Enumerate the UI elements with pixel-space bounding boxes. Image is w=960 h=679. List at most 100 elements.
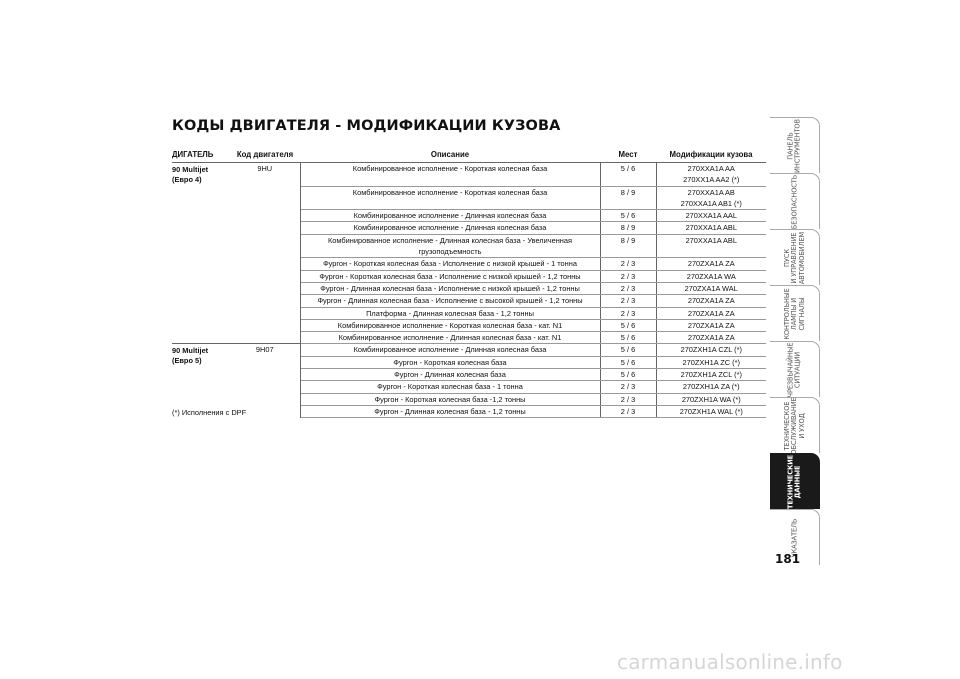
- body-variant-code: 270ZXA1A ZA: [687, 308, 735, 318]
- row-body-variants: 270ZXH1A ZC (*): [656, 356, 766, 370]
- row-body-variants: 270ZXA1A ZA: [656, 294, 766, 308]
- engine-codes-table: ДИГАТЕЛЬ Код двигателя Описание Мест Мод…: [172, 146, 766, 419]
- row-seats: 2 / 3: [600, 270, 657, 283]
- row-body-variants: 270ZXA1A WA: [656, 270, 766, 283]
- section-tab-label: ТЕХНИЧЕСКОЕ ОБСЛУЖИВАНИЕ И УХОД: [782, 396, 806, 455]
- table-row: Комбинированное исполнение - Длинная кол…: [172, 209, 766, 223]
- body-variant-code: 270ZXA1A ZA: [687, 320, 735, 330]
- row-description: Комбинированное исполнение - Длинная кол…: [300, 343, 601, 357]
- row-body-variants: 270ZXA1A ZA: [656, 319, 766, 333]
- row-description: Фургон - Короткая колесная база: [300, 356, 601, 370]
- engine-code: 9HU: [230, 161, 301, 344]
- section-tab[interactable]: ЧРЕЗВЫЧАЙНЫЕ СИТУАЦИИ: [770, 341, 820, 397]
- row-body-variants: 270XXA1A AAL: [656, 209, 766, 223]
- table-row: Комбинированное исполнение - Короткая ко…: [172, 186, 766, 211]
- row-seats: 5 / 6: [600, 343, 657, 357]
- row-body-variants: 270ZXA1A ZA: [656, 307, 766, 320]
- table-row: Фургон - Короткая колесная база - 1 тонн…: [172, 380, 766, 394]
- section-tab[interactable]: БЕЗОПАСНОСТЬ: [770, 173, 820, 229]
- body-variant-code: 270ZXH1A ZCL (*): [680, 370, 742, 380]
- body-variant-code: 270ZXA1A WAL: [684, 283, 738, 293]
- engine-name: 90 Multijet(Евро 5): [172, 343, 230, 418]
- row-description: Комбинированное исполнение - Длинная кол…: [300, 209, 601, 223]
- table-row: Фургон - Длинная колесная база - Исполне…: [172, 282, 766, 296]
- row-description: Комбинированное исполнение - Короткая ко…: [300, 162, 601, 187]
- body-variant-code: 270XXA1A ABL: [685, 235, 737, 245]
- body-variant-code: 270XXA1A AA: [687, 164, 735, 173]
- section-tab-label: КОНТРОЛЬНЫЕ ЛАМПЫ И СИГНАЛЫ: [782, 287, 806, 340]
- body-variant-code: 270ZXH1A CZL (*): [680, 345, 742, 355]
- engine-emission-standard: (Евро 4): [172, 175, 202, 184]
- section-tab[interactable]: УКАЗАТЕЛЬ: [770, 509, 820, 565]
- body-variant-code: 270XXA1A ABL: [685, 223, 737, 233]
- table-row: Комбинированное исполнение - Длинная кол…: [172, 234, 766, 259]
- table-row: Платформа - Длинная колесная база - 1,2 …: [172, 307, 766, 320]
- page-number: 181: [775, 552, 801, 566]
- table-row: Фургон - Короткая колесная база - Исполн…: [172, 270, 766, 283]
- table-row: Комбинированное исполнение - Короткая ко…: [172, 319, 766, 333]
- body-variant-code: 270ZXH1A ZA (*): [682, 382, 740, 392]
- section-tab[interactable]: ПУСК И УПРАВЛЕНИЕ АВТОМОБИЛЕМ: [770, 229, 820, 285]
- row-description: Комбинированное исполнение - Длинная кол…: [300, 234, 601, 259]
- section-tab[interactable]: ТЕХНИЧЕСКОЕ ОБСЛУЖИВАНИЕ И УХОД: [770, 396, 820, 455]
- engine-emission-standard: (Евро 5): [172, 356, 202, 366]
- row-seats: 5 / 6: [600, 368, 657, 382]
- row-seats: 2 / 3: [600, 282, 657, 296]
- row-seats: 5 / 6: [600, 319, 657, 333]
- body-variant-code: 270XXA1A AAL: [685, 211, 737, 221]
- row-description: Фургон - Длинная колесная база - Исполне…: [300, 294, 601, 308]
- engine-name: 90 Multijet(Евро 4): [172, 161, 230, 344]
- row-description: Платформа - Длинная колесная база - 1,2 …: [300, 307, 601, 320]
- table-header-row: ДИГАТЕЛЬ Код двигателя Описание Мест Мод…: [172, 146, 766, 163]
- body-variant-code: 270ZXH1A ZC (*): [682, 357, 740, 367]
- table-row: Фургон - Длинная колесная база - Исполне…: [172, 294, 766, 308]
- row-description: Комбинированное исполнение - Короткая ко…: [300, 186, 601, 211]
- row-seats: 2 / 3: [600, 393, 657, 406]
- row-body-variants: 270XXA1A ABL: [656, 234, 766, 259]
- section-tab-label: ЧРЕЗВЫЧАЙНЫЕ СИТУАЦИИ: [786, 342, 802, 397]
- row-body-variants: 270ZXH1A WA (*): [656, 393, 766, 406]
- row-seats: 8 / 9: [600, 221, 657, 235]
- row-description: Фургон - Короткая колесная база - Исполн…: [300, 257, 601, 271]
- section-tab[interactable]: ПАНЕЛЬ ИНСТРУМЕНТОВ: [770, 117, 820, 173]
- row-description: Фургон - Короткая колесная база - 1 тонн…: [300, 380, 601, 394]
- engine-name-line: 90 Multijet: [172, 346, 209, 356]
- row-body-variants: 270ZXH1A CZL (*): [656, 343, 766, 357]
- row-body-variants: 270ZXA1A WAL: [656, 282, 766, 296]
- row-seats: 2 / 3: [600, 380, 657, 394]
- row-description: Фургон - Длинная колесная база: [300, 368, 601, 382]
- page-title: КОДЫ ДВИГАТЕЛЯ - МОДИФИКАЦИИ КУЗОВА: [172, 118, 561, 134]
- table-row: Комбинированное исполнение - Длинная кол…: [172, 331, 766, 345]
- row-seats: 5 / 6: [600, 162, 657, 187]
- row-seats: 2 / 3: [600, 257, 657, 271]
- row-description: Фургон - Короткая колесная база - Исполн…: [300, 270, 601, 283]
- body-variant-code: 270XX1A AA2 (*): [683, 175, 740, 185]
- table-row: Фургон - Короткая колесная база - Исполн…: [172, 257, 766, 271]
- section-tab[interactable]: КОНТРОЛЬНЫЕ ЛАМПЫ И СИГНАЛЫ: [770, 285, 820, 341]
- body-variant-code: 270XXA1A AB1 (*): [680, 198, 742, 208]
- body-variant-code: 270ZXH1A WAL (*): [679, 406, 743, 416]
- row-seats: 2 / 3: [600, 405, 657, 419]
- row-description: Фургон - Короткая колесная база -1,2 тон…: [300, 393, 601, 406]
- body-variant-code: 270ZXH1A WA (*): [681, 394, 741, 404]
- row-seats: 5 / 6: [600, 331, 657, 345]
- row-body-variants: 270ZXH1A ZCL (*): [656, 368, 766, 382]
- row-body-variants: 270XXA1A AA 270XX1A AA2 (*): [656, 162, 766, 187]
- row-body-variants: 270ZXH1A ZA (*): [656, 380, 766, 394]
- row-seats: 5 / 6: [600, 209, 657, 223]
- table-row: Фургон - Короткая колесная база -1,2 тон…: [172, 393, 766, 406]
- row-seats: 8 / 9: [600, 186, 657, 211]
- header-engine-code: Код двигателя: [236, 149, 294, 159]
- section-tab[interactable]: ТЕХНИЧЕСКИЕ ДАННЫЕ: [770, 453, 820, 509]
- header-description: Описание: [430, 149, 470, 159]
- engine-name-line: 90 Multijet: [172, 165, 209, 174]
- body-variant-code: 270ZXA1A ZA: [687, 296, 735, 306]
- row-seats: 5 / 6: [600, 356, 657, 370]
- watermark: carmanualsonline.info: [617, 650, 843, 674]
- row-seats: 2 / 3: [600, 294, 657, 308]
- header-engine: ДИГАТЕЛЬ: [172, 149, 214, 159]
